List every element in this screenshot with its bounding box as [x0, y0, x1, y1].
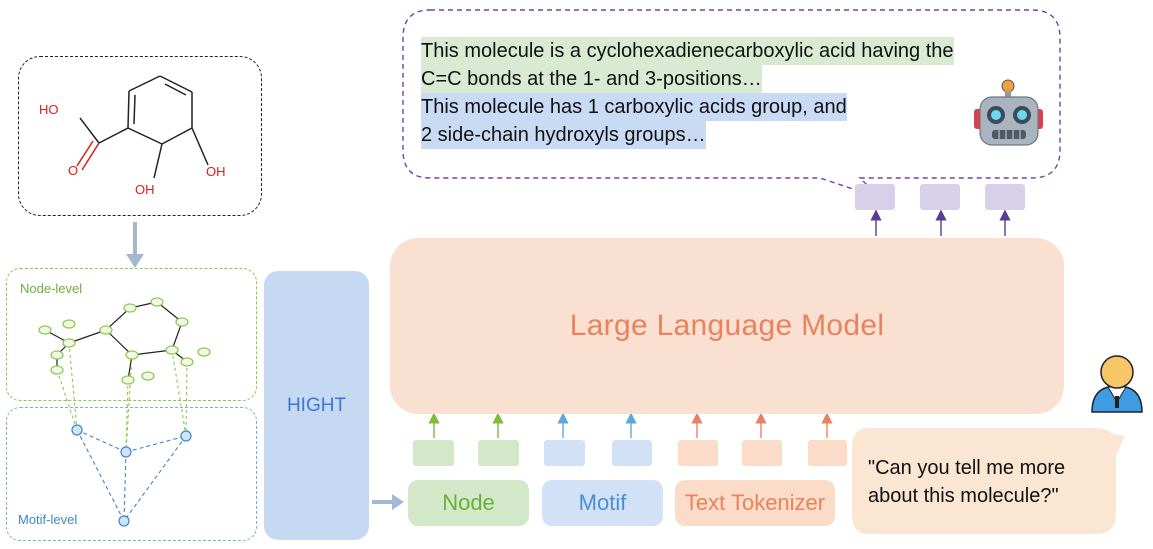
prompt-line-1: "Can you tell me more — [868, 457, 1066, 479]
motif-level-label: Motif-level — [18, 512, 78, 527]
motif-group-label: Motif — [578, 490, 627, 515]
response-text: This molecule is a cyclohexadienecarboxy… — [421, 37, 1051, 149]
motif-level-box — [6, 407, 257, 541]
response-line-2: C=C bonds at the 1- and 3-positions… — [421, 65, 762, 93]
molecule-structure — [76, 75, 209, 179]
atom-label-oh-1: OH — [135, 182, 155, 197]
prompt-text: "Can you tell me more about this molecul… — [868, 454, 1108, 510]
motif-group: Motif — [542, 480, 663, 526]
node-token — [478, 440, 519, 466]
node-level-label: Node-level — [20, 281, 83, 296]
text-tokenizer-group: Text Tokenizer — [675, 480, 835, 526]
response-line-1: This molecule is a cyclohexadienecarboxy… — [421, 37, 954, 65]
node-group: Node — [408, 480, 529, 526]
robot-icon — [974, 79, 1043, 146]
prompt-bubble — [852, 428, 1116, 534]
hight-label: HIGHT — [286, 394, 347, 416]
text-token — [808, 440, 847, 466]
atom-label-ho: HO — [39, 102, 59, 117]
motif-token — [612, 440, 652, 466]
output-arrows — [870, 209, 1011, 236]
response-line-3: This molecule has 1 carboxylic acids gro… — [421, 93, 847, 121]
prompt-line-2: about this molecule?" — [868, 485, 1059, 507]
node-level-box — [6, 268, 257, 401]
node-group-label: Node — [442, 490, 495, 515]
token-input-arrows — [428, 412, 833, 438]
text-token — [678, 440, 718, 466]
output-token — [920, 184, 960, 210]
user-icon — [1091, 355, 1143, 413]
output-token — [985, 184, 1025, 210]
response-line-4: 2 side-chain hydroxyls groups… — [421, 121, 706, 149]
molecule-box — [18, 56, 262, 216]
node-token — [413, 440, 454, 466]
llm-block: Large Language Model — [390, 238, 1064, 414]
motif-token — [544, 440, 585, 466]
output-token — [855, 184, 895, 210]
atom-label-oh-2: OH — [206, 164, 226, 179]
text-tokenizer-label: Text Tokenizer — [684, 490, 826, 515]
atom-label-o: O — [68, 163, 79, 178]
node-level-graph — [38, 297, 211, 453]
llm-label: Large Language Model — [569, 309, 885, 342]
text-token — [742, 440, 782, 466]
prompt-bubble-tail — [1100, 432, 1125, 465]
hight-block: HIGHT — [264, 271, 369, 540]
motif-level-graph — [71, 424, 192, 527]
